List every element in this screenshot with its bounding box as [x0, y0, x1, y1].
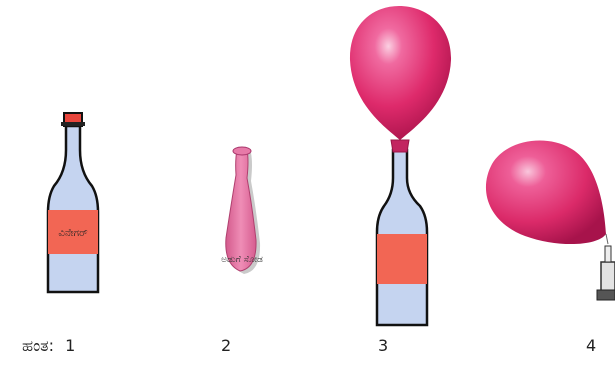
- bottle-cap-rim: [61, 122, 85, 126]
- step-label-4: 4: [586, 336, 596, 355]
- step-number: 1: [65, 336, 75, 355]
- balloon-string: [606, 234, 608, 244]
- gas-jar-step-4: [597, 246, 615, 300]
- step-number: 3: [378, 336, 388, 355]
- bottle-step-3: [377, 150, 427, 325]
- balloon-mouth: [233, 147, 251, 155]
- step-number: 2: [221, 336, 231, 355]
- balloon-neck: [391, 140, 409, 152]
- vinegar-label: ವಿನೇಗರ್: [58, 228, 88, 239]
- baking-soda-label: ಅಡುಗೆ ಸೋಡ: [221, 255, 263, 265]
- step-number: 4: [586, 336, 596, 355]
- deflated-balloon-step-2: ಅಡುಗೆ ಸೋಡ: [221, 147, 263, 274]
- inflated-balloon: [350, 6, 451, 140]
- step-prefix: ಹಂತ:: [22, 336, 54, 355]
- bottle-label-patch: [377, 234, 427, 284]
- inflated-balloon: [486, 141, 606, 245]
- step-label-1: ಹಂತ: 1: [22, 336, 75, 356]
- bottle-step-1: ವಿನೇಗರ್: [48, 113, 98, 292]
- jar-neck: [605, 246, 611, 262]
- jar-base: [597, 290, 615, 300]
- step-label-2: 2: [221, 336, 231, 355]
- step-label-3: 3: [378, 336, 388, 355]
- bottle-body: [48, 126, 98, 292]
- inflated-balloon-step-3: [350, 6, 451, 152]
- balloon-step-4: [486, 141, 608, 245]
